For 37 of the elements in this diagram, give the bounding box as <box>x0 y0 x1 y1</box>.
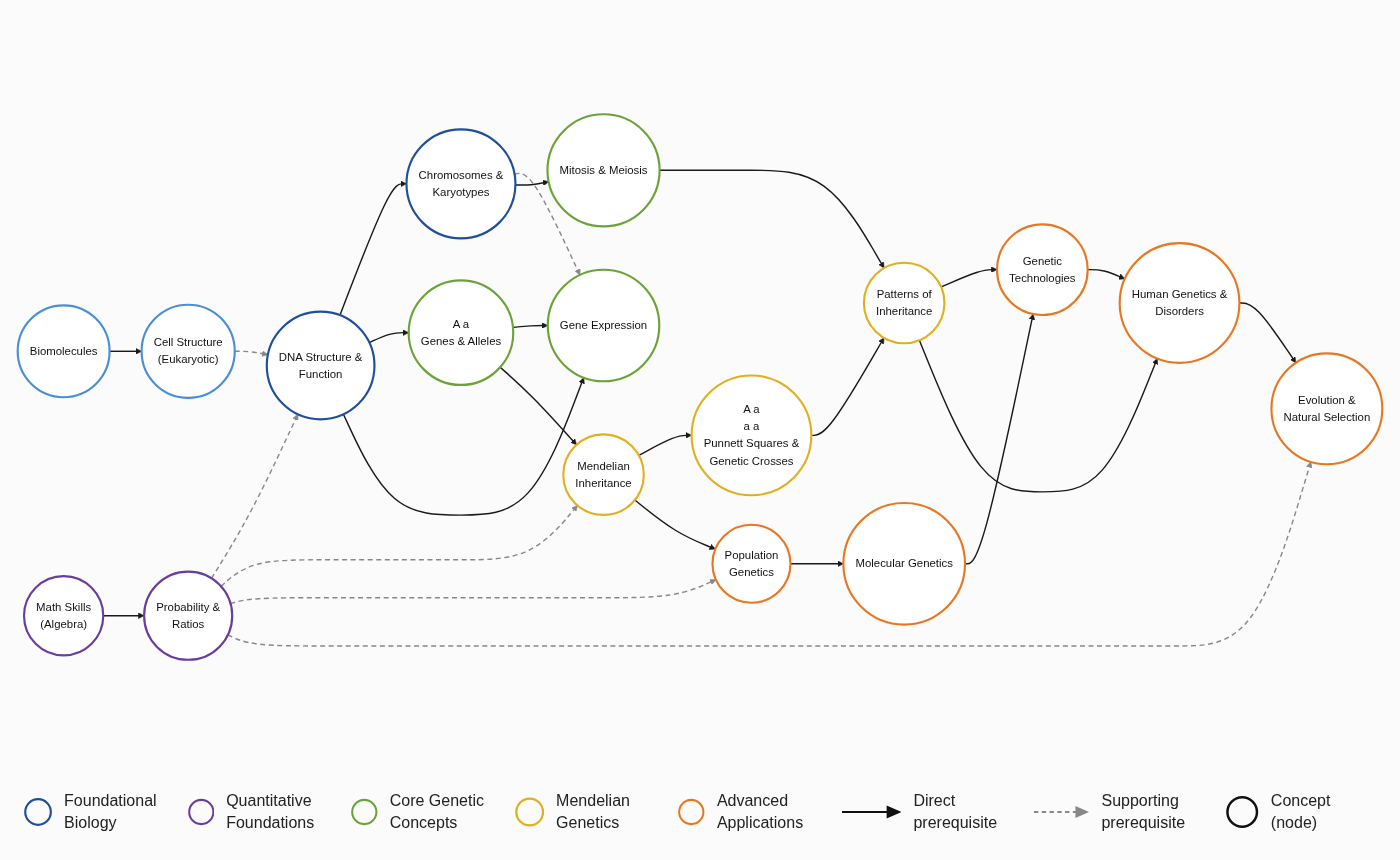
concept-circle: Molecular Genetics <box>842 501 967 626</box>
legend-label: Supporting prerequisite <box>1101 791 1187 833</box>
concept-circle: Gene Expression <box>546 268 661 383</box>
dashed-arrow <box>227 461 1313 647</box>
arrow <box>499 366 577 446</box>
concept-circle: Population Genetics <box>711 523 792 604</box>
concept-circle: A a Genes & Alleles <box>407 279 515 386</box>
legend-label: Core Genetic Concepts <box>389 791 485 833</box>
arrow <box>368 329 409 344</box>
concept-circle: Mitosis & Meiosis <box>546 113 661 228</box>
legend-label: Mendelian Genetics <box>556 791 631 833</box>
concept-circle: Chromosomes & Karyotypes <box>405 128 517 240</box>
dashed-arrow <box>210 414 299 580</box>
legend-label: Quantitative Foundations <box>226 791 316 833</box>
concept-circle: Human Genetics & Disorders <box>1118 242 1241 364</box>
arrow <box>339 180 407 316</box>
arrow <box>940 266 998 288</box>
concept-circle: A a a a Punnett Squares & Genetic Crosses <box>690 374 813 497</box>
concept-circle: Cell Structure (Eukaryotic) <box>140 303 236 399</box>
concept-circle: Probability & Ratios <box>143 570 234 661</box>
arrow <box>918 339 1159 493</box>
dashed-arrow <box>220 505 578 588</box>
concept-circle: Evolution & Natural Selection <box>1270 352 1384 466</box>
legend-label: Concept (node) <box>1270 791 1332 833</box>
arrow <box>638 432 692 457</box>
legend-label: Advanced Applications <box>716 791 805 833</box>
concept-circle: Genetic Technologies <box>995 223 1089 317</box>
legend-label: Direct prerequisite <box>913 791 999 833</box>
concept-circle: DNA Structure & Function <box>265 310 376 421</box>
concept-circle: Math Skills (Algebra) <box>22 575 105 657</box>
concept-circle: Mendelian Inheritance <box>562 433 645 516</box>
arrow <box>342 377 585 516</box>
dashed-arrow <box>234 350 269 357</box>
concept-circle: Biomolecules <box>16 304 111 399</box>
legend-label: Foundational Biology <box>64 791 158 833</box>
concept-circle: Patterns of Inheritance <box>862 261 946 345</box>
arrow <box>634 499 716 550</box>
